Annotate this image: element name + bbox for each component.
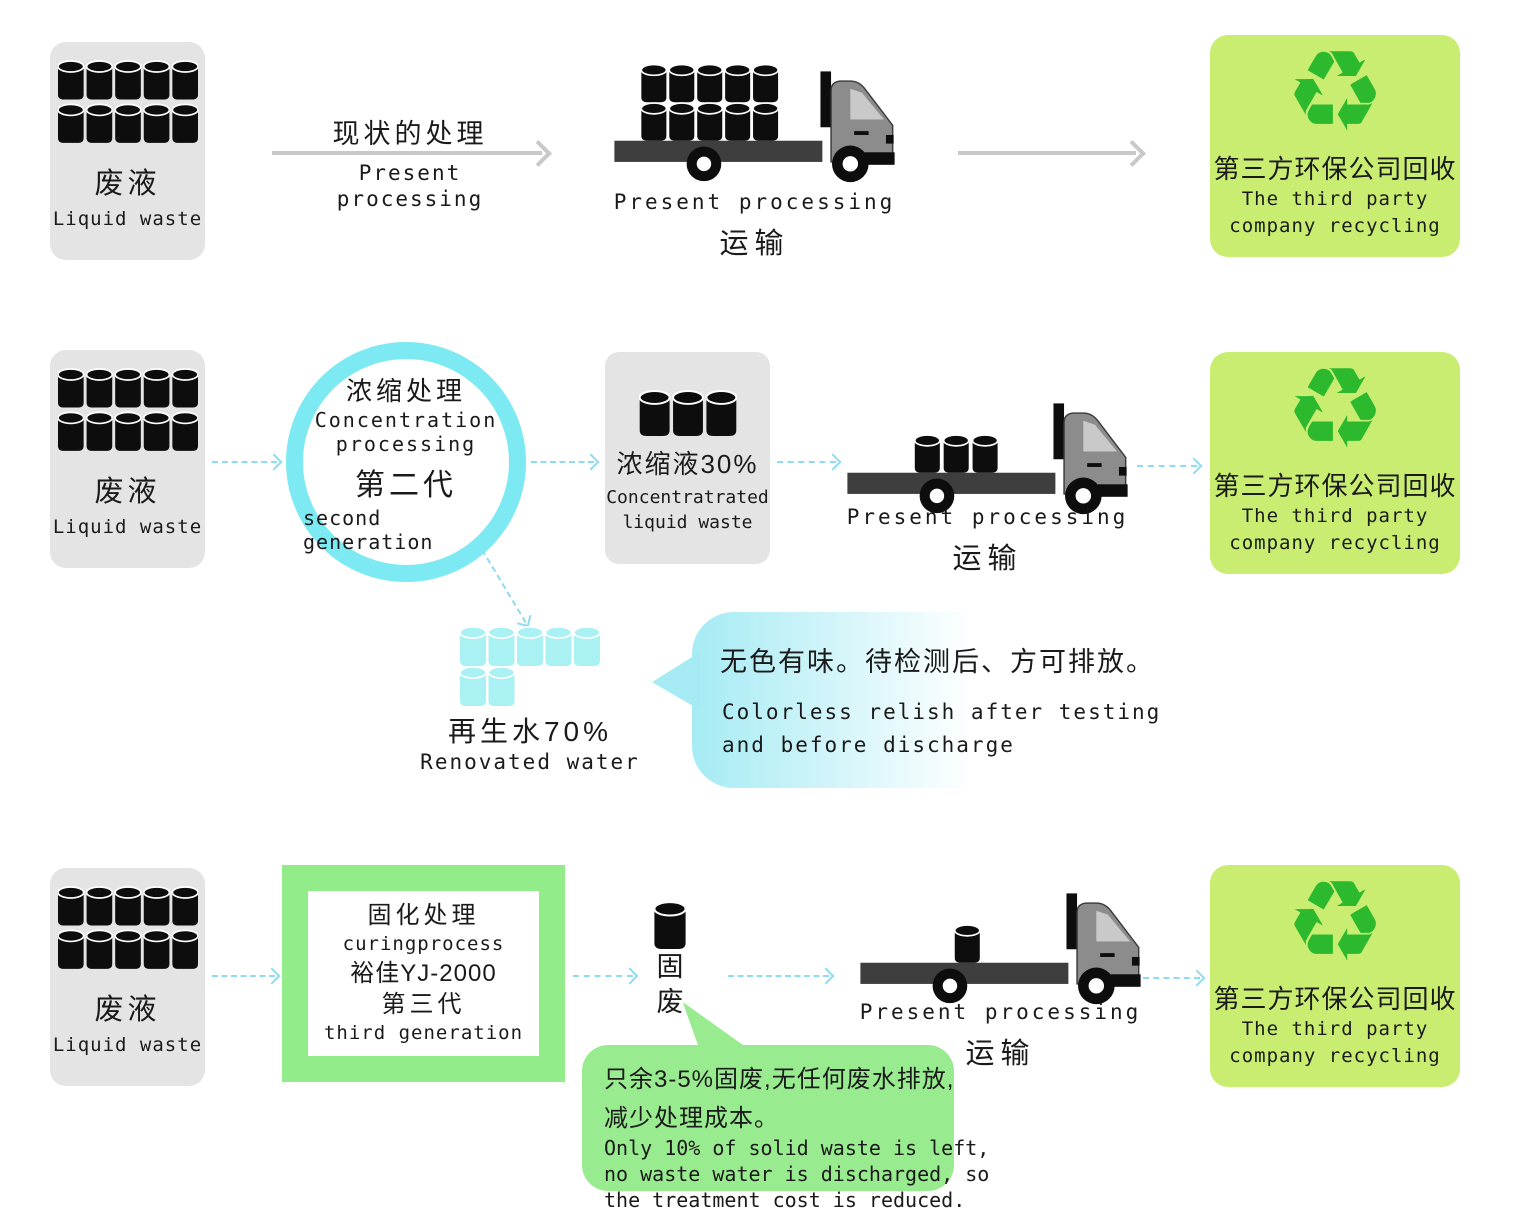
recycler3-zh: 第三方环保公司回收 bbox=[1213, 984, 1457, 1015]
recycler1-zh: 第三方环保公司回收 bbox=[1213, 154, 1457, 185]
truck2-label-zh: 运输 bbox=[952, 543, 1023, 575]
bubble-tail-icon bbox=[652, 652, 700, 710]
water-label-en: Renovated water bbox=[420, 750, 640, 774]
arrow-right-icon bbox=[272, 139, 552, 167]
solid-waste-label: 固废 bbox=[656, 952, 684, 1017]
arrow-right-icon bbox=[958, 139, 1146, 167]
recycler2-en2: company recycling bbox=[1229, 532, 1441, 555]
truck1-label-zh: 运输 bbox=[719, 228, 790, 260]
dashed-arrow-icon bbox=[531, 453, 600, 471]
truck3-label-en: Present processing bbox=[859, 1000, 1142, 1024]
liquid-waste-box-3: 废液 Liquid waste bbox=[50, 868, 205, 1086]
barrels-icon bbox=[638, 390, 737, 436]
process3-brand: 裕佳YJ-2000 bbox=[350, 960, 497, 987]
dashed-arrow-icon bbox=[777, 453, 842, 471]
water-barrels-icon bbox=[460, 626, 600, 706]
concentrate-zh: 浓缩液30% bbox=[616, 449, 759, 479]
truck-icon bbox=[859, 892, 1142, 1005]
recycler1-en1: The third party bbox=[1241, 188, 1429, 211]
liquid-waste-box-2: 废液 Liquid waste bbox=[50, 350, 205, 568]
dashed-arrow-icon bbox=[212, 967, 281, 985]
process2-gen-zh: 第二代 bbox=[355, 468, 457, 502]
process2-en2: processing bbox=[335, 431, 477, 456]
liquid-waste-box-1: 废液 Liquid waste bbox=[50, 42, 205, 260]
curing-process-box: 固化处理 curingprocess 裕佳YJ-2000 第三代 third g… bbox=[282, 865, 565, 1082]
liquid-waste-label-en: Liquid waste bbox=[52, 1034, 203, 1056]
process3-gen-zh: 第三代 bbox=[381, 991, 466, 1018]
recycler-box-3: ♻ 第三方环保公司回收 The third party company recy… bbox=[1210, 865, 1460, 1087]
liquid-waste-label-en: Liquid waste bbox=[52, 516, 203, 538]
truck2-label-en: Present processing bbox=[846, 505, 1129, 529]
water-note-zh: 无色有味。待检测后、方可排放。 bbox=[720, 647, 1155, 677]
flow1-label-zh: 现状的处理 bbox=[332, 119, 488, 149]
recycler2-en1: The third party bbox=[1241, 505, 1429, 528]
note3-en: Only 10% of solid waste is left, no wast… bbox=[604, 1136, 990, 1212]
process3-en: curingprocess bbox=[342, 933, 505, 955]
recycler1-en2: company recycling bbox=[1229, 215, 1441, 238]
process3-gen-en: third generation bbox=[323, 1022, 524, 1044]
recycling-icon: ♻ bbox=[1284, 27, 1386, 157]
truck1-label-en: Present processing bbox=[613, 190, 896, 214]
water-label-zh: 再生水70% bbox=[447, 716, 613, 747]
dashed-arrow-icon bbox=[1137, 457, 1203, 475]
recycler2-zh: 第三方环保公司回收 bbox=[1213, 471, 1457, 502]
recycling-icon: ♻ bbox=[1284, 344, 1386, 474]
liquid-waste-label-zh: 废液 bbox=[94, 168, 161, 200]
solid-waste-barrel-icon bbox=[654, 901, 686, 949]
recycler-box-2: ♻ 第三方环保公司回收 The third party company recy… bbox=[1210, 352, 1460, 574]
waste-barrels-icon bbox=[58, 60, 198, 143]
dashed-arrow-icon bbox=[728, 967, 835, 985]
liquid-waste-label-en: Liquid waste bbox=[52, 208, 203, 230]
truck-icon bbox=[846, 402, 1129, 515]
concentration-process-circle: 浓缩处理 Concentration processing 第二代 second… bbox=[286, 342, 526, 582]
waste-barrels-icon bbox=[58, 886, 198, 969]
truck-icon bbox=[613, 63, 896, 183]
recycling-icon: ♻ bbox=[1284, 857, 1386, 987]
process2-en1: Concentration bbox=[314, 407, 498, 432]
process3-zh: 固化处理 bbox=[367, 902, 480, 929]
recycler3-en1: The third party bbox=[1241, 1018, 1429, 1041]
solid-waste-note-bubble: 只余3-5%固废,无任何废水排放, 减少处理成本。 Only 10% of so… bbox=[582, 1045, 989, 1212]
dashed-arrow-down-icon bbox=[476, 546, 533, 629]
waste-barrels-icon bbox=[58, 368, 198, 451]
recycler-box-1: ♻ 第三方环保公司回收 The third party company recy… bbox=[1210, 35, 1460, 257]
recycler3-en2: company recycling bbox=[1229, 1045, 1441, 1068]
bubble-tail-icon bbox=[682, 1002, 750, 1050]
dashed-arrow-icon bbox=[212, 453, 283, 471]
note3-zh1: 只余3-5%固废,无任何废水排放, bbox=[604, 1066, 955, 1093]
process2-gen-en: second generation bbox=[303, 505, 434, 554]
dashed-arrow-icon bbox=[1143, 969, 1206, 987]
note3-zh2: 减少处理成本。 bbox=[604, 1105, 779, 1132]
liquid-waste-label-zh: 废液 bbox=[94, 476, 161, 508]
truck3-label-zh: 运输 bbox=[965, 1038, 1036, 1070]
water-note-bubble bbox=[692, 612, 1012, 788]
process2-zh: 浓缩处理 bbox=[345, 375, 466, 406]
dashed-arrow-icon bbox=[573, 967, 639, 985]
liquid-waste-label-zh: 废液 bbox=[94, 994, 161, 1026]
